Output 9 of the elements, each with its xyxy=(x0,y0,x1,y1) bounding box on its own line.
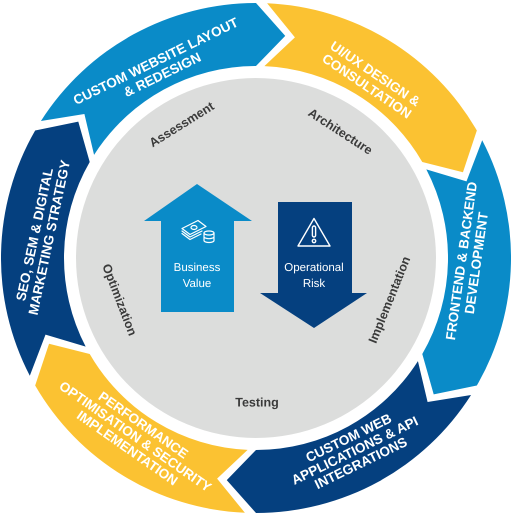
cycle-arrow-segment xyxy=(264,3,477,173)
phase-label: Testing xyxy=(235,396,279,410)
cycle-arrow-segment xyxy=(1,121,90,376)
cycle-arrow-segment xyxy=(40,3,286,155)
cycle-arrow-segment xyxy=(422,140,511,395)
down-arrow xyxy=(260,202,367,328)
arrow-label: Business Value xyxy=(172,261,222,292)
up-arrow xyxy=(144,184,252,312)
arrow-label: Operational Risk xyxy=(283,261,345,292)
